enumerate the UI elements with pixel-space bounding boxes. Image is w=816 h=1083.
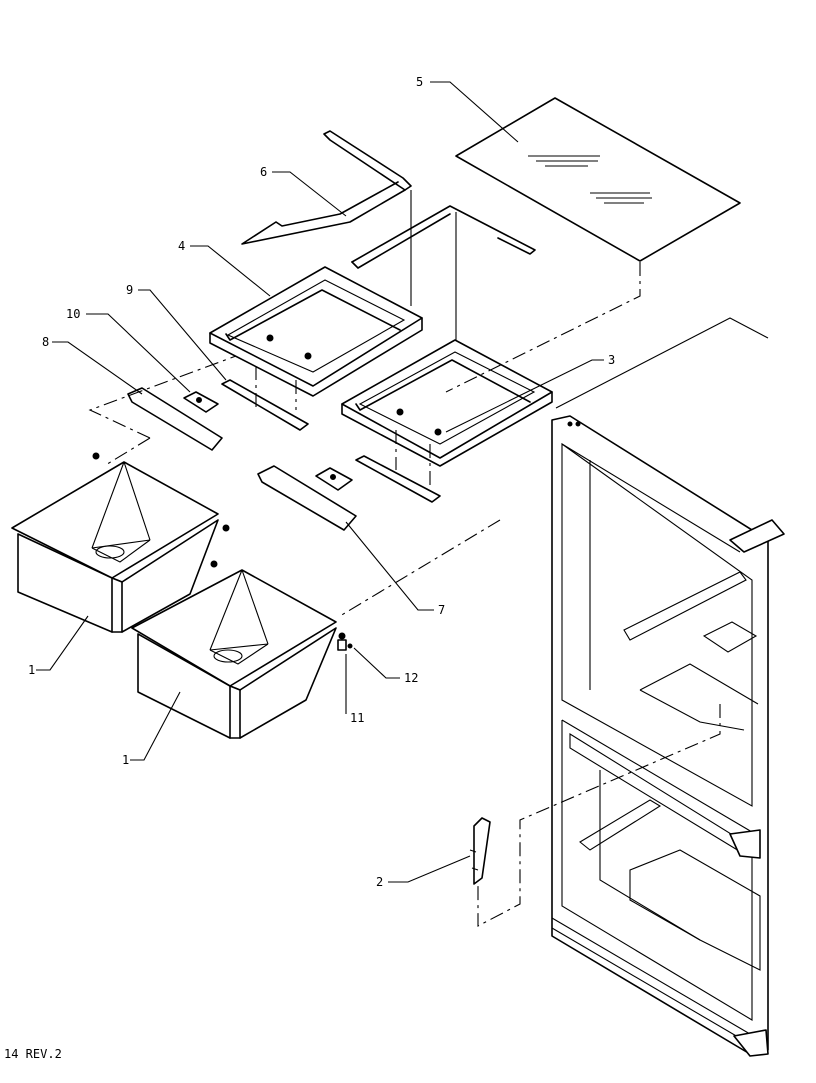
support-rail-right bbox=[257, 465, 357, 531]
hinge-bracket bbox=[469, 817, 491, 885]
drawer-fastener bbox=[337, 639, 353, 651]
callout-5: 5 bbox=[416, 75, 423, 89]
callout-4: 4 bbox=[178, 239, 185, 253]
leader-lines bbox=[36, 81, 604, 883]
drawing-revision-code: 14 REV.2 bbox=[4, 1047, 62, 1061]
callout-labels: 5 6 4 9 10 8 3 7 1 1 12 11 2 bbox=[28, 75, 615, 889]
callout-12: 12 bbox=[404, 671, 418, 685]
refrigerator-cabinet bbox=[551, 415, 785, 1057]
glass-shelf-cover bbox=[455, 97, 741, 262]
assembly-center-lines bbox=[88, 262, 769, 927]
callout-6: 6 bbox=[260, 165, 267, 179]
callout-3: 3 bbox=[608, 353, 615, 367]
rail-clip-left bbox=[183, 391, 219, 413]
callout-7: 7 bbox=[438, 603, 445, 617]
support-rail-left bbox=[127, 387, 223, 451]
callout-8: 8 bbox=[42, 335, 49, 349]
slide-track-left bbox=[221, 379, 309, 431]
crisper-drawer-lower bbox=[131, 560, 346, 739]
callout-1-lower: 1 bbox=[122, 753, 129, 767]
callout-11: 11 bbox=[350, 711, 364, 725]
callout-2: 2 bbox=[376, 875, 383, 889]
callout-1-upper: 1 bbox=[28, 663, 35, 677]
callout-10: 10 bbox=[66, 307, 80, 321]
crisper-cover-frame-lower bbox=[341, 339, 553, 467]
slide-track-right bbox=[355, 455, 441, 503]
crisper-cover-frame-upper bbox=[209, 266, 423, 397]
rail-clip-right bbox=[315, 467, 353, 491]
shelf-trim-strip bbox=[241, 130, 412, 306]
callout-9: 9 bbox=[126, 283, 133, 297]
shelf-frame-rear bbox=[351, 205, 536, 352]
crisper-drawer-upper bbox=[11, 452, 230, 633]
